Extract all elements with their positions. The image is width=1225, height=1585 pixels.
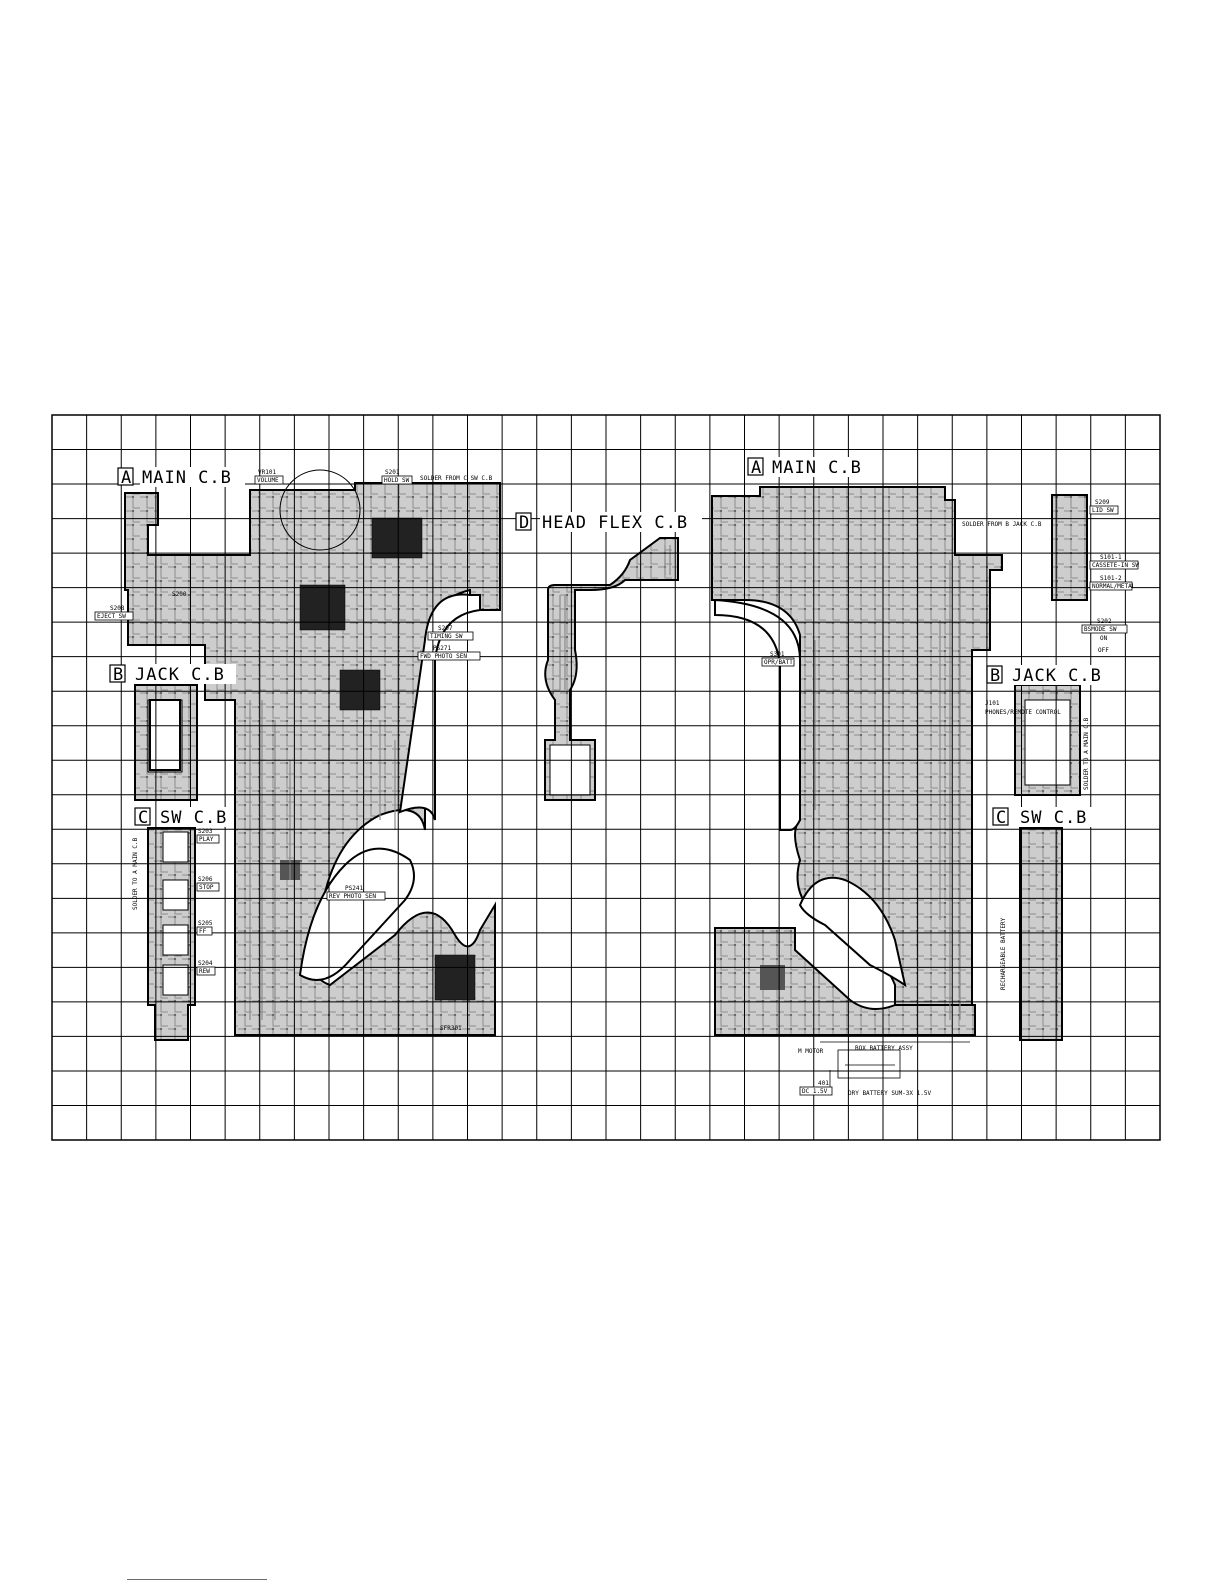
label-phones: PHONES/REMOTE CONTROL [985, 709, 1061, 716]
title-letter: A [121, 468, 132, 488]
label-ps271: PS271 [433, 645, 451, 652]
label-stop: STOP [199, 884, 214, 891]
label-s200-left: S200 [172, 591, 187, 598]
label-s203: S203 [198, 828, 213, 835]
label-s101-2: S101-2 [1100, 575, 1122, 582]
label-s208: S208 [110, 605, 125, 612]
label-sfr301: SFR301 [440, 1025, 462, 1032]
label-ff: FF [199, 928, 207, 935]
label-opr-batt: OPR/BATT [764, 659, 793, 666]
label-m-motor: M MOTOR [798, 1048, 824, 1055]
lid-sw-board [1051, 494, 1088, 601]
label-normal-metal: NORMAL/METAL [1092, 583, 1136, 590]
label-s205: S205 [198, 920, 213, 927]
sw-board-right [1019, 827, 1063, 1041]
label-on: ON [1100, 635, 1108, 642]
label-eject-sw: EJECT SW [97, 613, 126, 620]
title-letter: C [996, 808, 1007, 828]
label-play: PLAY [199, 836, 214, 843]
title-jack-left: B JACK C.B [109, 664, 236, 685]
label-fwd-photo-sen: FWD PHOTO SEN [420, 653, 467, 660]
main-board-left [124, 469, 501, 1036]
title-main-right: A MAIN C.B [747, 457, 875, 478]
title-sw-left: C SW C.B [134, 807, 233, 828]
label-dry-battery: DRY BATTERY SUM-3X 1.5V [848, 1090, 931, 1097]
label-volume: VOLUME [257, 477, 279, 484]
label-bsmode-sw: BSMODE SW [1084, 626, 1117, 633]
label-off: OFF [1098, 647, 1109, 654]
title-letter: C [138, 808, 149, 828]
svg-text:MAIN C.B: MAIN C.B [772, 458, 862, 478]
label-vr101: VR101 [258, 469, 276, 476]
label-timing-sw: TIMING SW [430, 633, 463, 640]
label-s202: S202 [1097, 618, 1112, 625]
sw-board-left [147, 827, 196, 1041]
label-solder-to-main-right: SOLDER TO A MAIN C.B [1083, 717, 1090, 790]
label-s204: S204 [198, 960, 213, 967]
title-jack-right: B JACK C.B [986, 665, 1113, 686]
label-s201: S201 [385, 469, 400, 476]
svg-text:SW C.B: SW C.B [1020, 808, 1087, 828]
svg-text:SW C.B: SW C.B [160, 808, 227, 828]
title-head-flex: D HEAD FLEX C.B [515, 512, 702, 533]
label-s301: S301 [770, 651, 785, 658]
label-solder-from-sw: SOLDER FROM C SW C.B [420, 475, 493, 482]
label-dc-in: DC 1.5V [802, 1088, 828, 1095]
title-sw-right: C SW C.B [992, 807, 1103, 828]
label-box-battery: BOX BATTERY ASSY [855, 1045, 913, 1052]
component-labels: VR101 VOLUME S201 HOLD SW SOLDER FROM C … [94, 469, 1139, 1097]
label-lid-sw: LID SW [1092, 507, 1114, 514]
title-main-left: A MAIN C.B [117, 467, 245, 488]
label-s101-1: S101-1 [1100, 554, 1122, 561]
svg-text:JACK C.B: JACK C.B [1012, 666, 1102, 686]
title-letter: B [990, 666, 1001, 686]
label-solder-from-jack: SOLDER FROM B JACK C.B [962, 521, 1042, 528]
footer-link-underline[interactable] [127, 1579, 267, 1580]
reference-grid [52, 415, 1160, 1140]
label-s206: S206 [198, 876, 213, 883]
label-s209: S209 [1095, 499, 1110, 506]
svg-text:JACK C.B: JACK C.B [135, 665, 225, 685]
jack-board-right [1014, 684, 1081, 796]
label-hold-sw: HOLD SW [384, 477, 410, 484]
svg-text:HEAD FLEX C.B: HEAD FLEX C.B [542, 513, 688, 533]
label-s207: S207 [438, 625, 453, 632]
label-ps241: PS241 [345, 885, 363, 892]
label-p401: 401 [818, 1080, 829, 1087]
label-rechargeable: RECHARGEABLE BATTERY [1000, 917, 1007, 990]
label-rew: REW [199, 968, 210, 975]
title-letter: B [113, 665, 124, 685]
label-rev-photo-sen: REV PHOTO SEN [329, 893, 376, 900]
title-letter: A [751, 458, 762, 478]
label-cassette-in-sw: CASSETE-IN SW [1092, 562, 1139, 569]
svg-text:MAIN C.B: MAIN C.B [142, 468, 232, 488]
jack-board-left [134, 684, 198, 801]
label-solder-to-main: SOLDER TO A MAIN C.B [132, 837, 139, 910]
label-j101: J101 [985, 700, 1000, 707]
title-letter: D [519, 513, 530, 533]
